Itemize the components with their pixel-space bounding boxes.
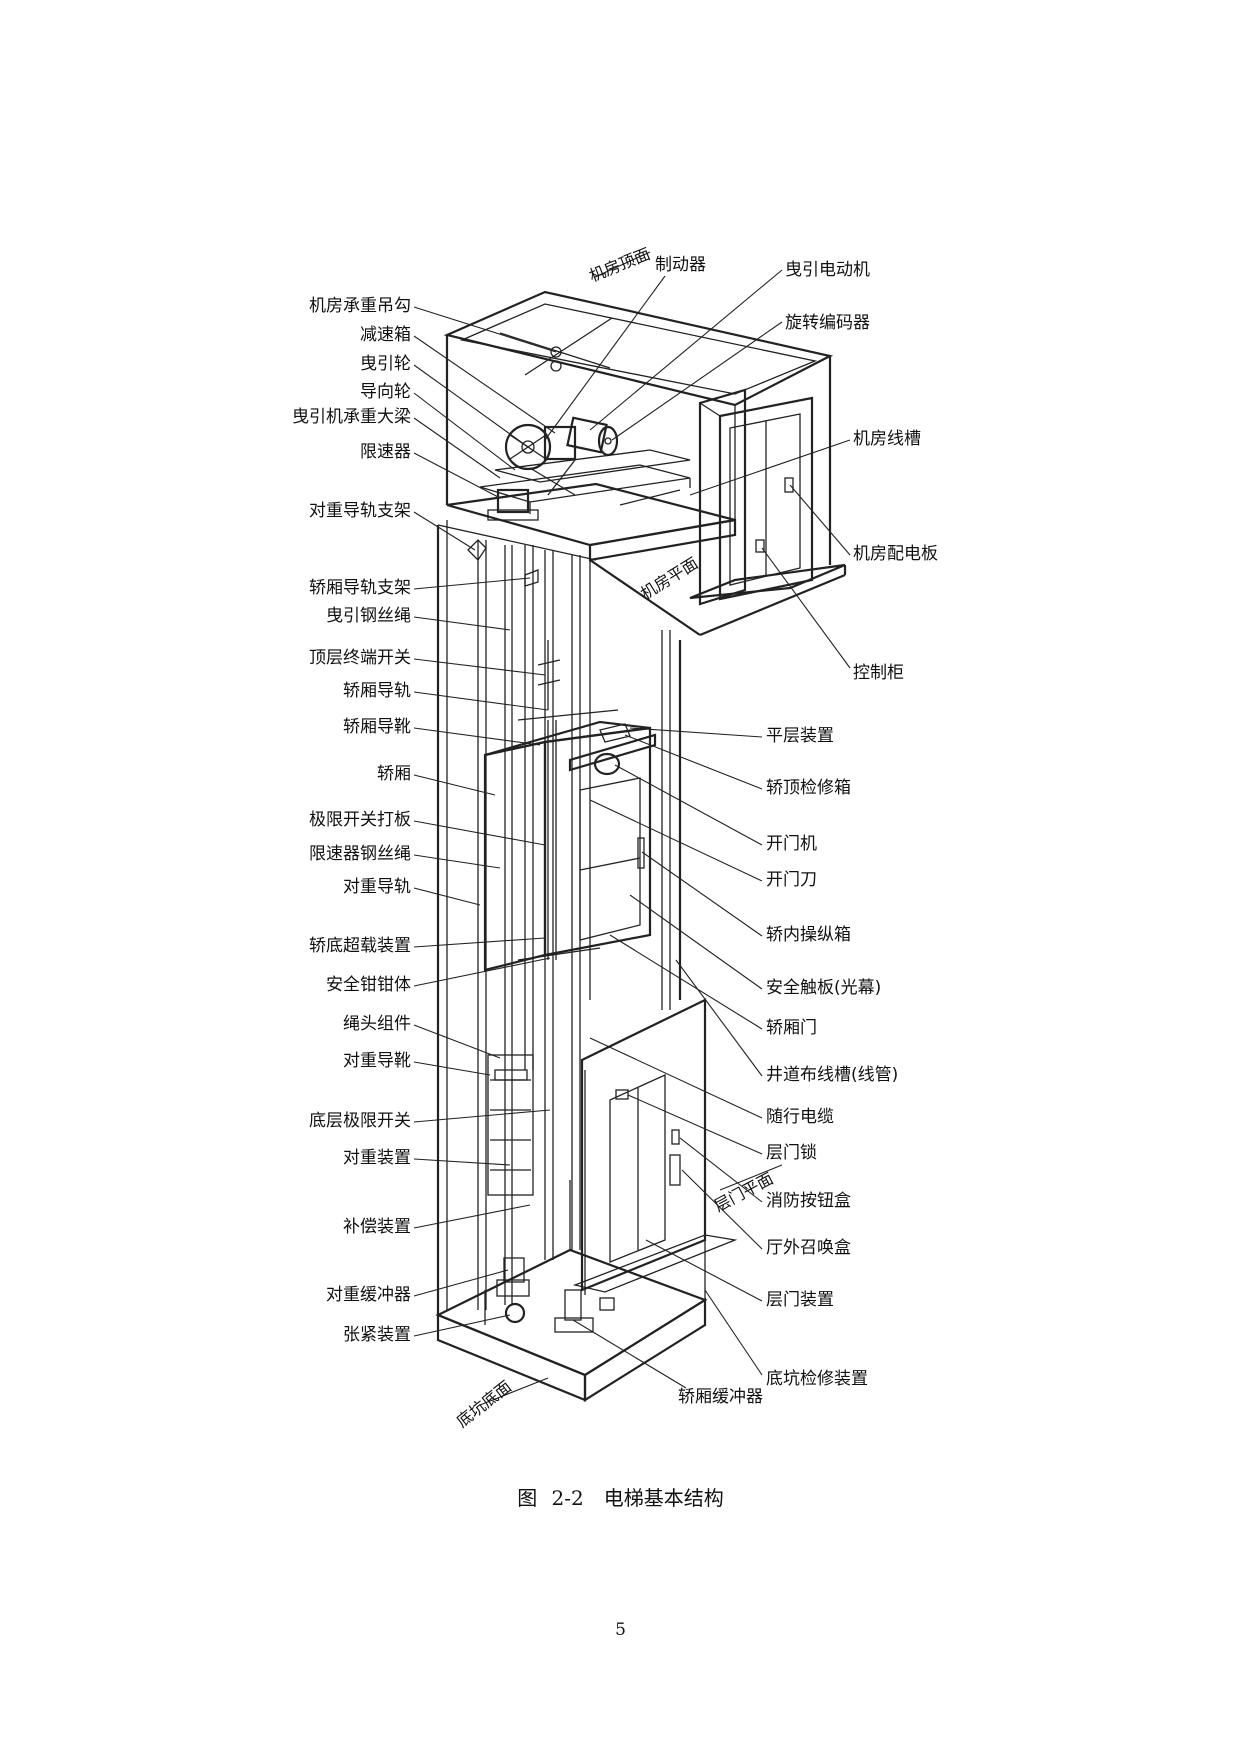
label-hoist-rope: 曳引钢丝绳 — [326, 606, 411, 626]
label-cw-shoe: 对重导靴 — [343, 1051, 411, 1071]
label-fire-button-box: 消防按钮盒 — [766, 1191, 851, 1211]
label-cw-rail: 对重导轨 — [343, 877, 411, 897]
label-deflector: 导向轮 — [360, 382, 411, 402]
label-control-cabinet: 控制柜 — [853, 663, 904, 683]
label-leveling-device: 平层装置 — [766, 726, 834, 746]
label-hall-call-box: 厅外召唤盒 — [766, 1238, 851, 1258]
label-bottom-limit-switch: 底层极限开关 — [309, 1111, 411, 1131]
label-car-shoe: 轿厢导靴 — [343, 717, 411, 737]
label-top-terminal-switch: 顶层终端开关 — [309, 648, 411, 668]
label-car-top-inspection: 轿顶检修箱 — [766, 778, 851, 798]
label-landing-door-device: 层门装置 — [766, 1290, 834, 1310]
label-gearbox: 减速箱 — [360, 325, 411, 345]
label-tensioner: 张紧装置 — [343, 1325, 411, 1345]
label-governor: 限速器 — [360, 442, 411, 462]
label-car-door: 轿厢门 — [766, 1018, 817, 1038]
label-rope-hitch: 绳头组件 — [343, 1014, 411, 1034]
label-encoder: 旋转编码器 — [785, 313, 870, 333]
elevator-car — [483, 709, 657, 972]
label-hoistway-trunking: 井道布线槽(线管) — [766, 1065, 898, 1085]
label-cw-buffer: 对重缓冲器 — [326, 1285, 411, 1305]
label-car-operating-panel: 轿内操纵箱 — [766, 925, 851, 945]
figure-caption: 图 2-2 电梯基本结构 — [517, 1486, 724, 1510]
label-landing-door-lock: 层门锁 — [766, 1143, 817, 1163]
label-hook: 机房承重吊勾 — [309, 296, 411, 316]
label-car-buffer: 轿厢缓冲器 — [678, 1387, 763, 1407]
landing-door — [572, 998, 738, 1295]
label-safety-gear: 安全钳钳体 — [326, 975, 411, 995]
label-compensation: 补偿装置 — [343, 1217, 411, 1237]
plane-machine-room-top: 机房顶面 — [586, 244, 652, 286]
label-distribution-board: 机房配电板 — [853, 544, 938, 564]
label-brake: 制动器 — [655, 255, 706, 275]
label-limit-cam: 极限开关打板 — [309, 810, 411, 830]
label-governor-rope: 限速器钢丝绳 — [309, 844, 411, 864]
left-labels: 机房承重吊勾 减速箱 曳引轮 导向轮 曳引机承重大梁 限速器 对重导轨支架 轿厢… — [292, 296, 557, 1345]
label-cw-rail-bracket: 对重导轨支架 — [309, 501, 411, 521]
plane-pit-bottom: 底坑底面 — [453, 1377, 515, 1431]
label-door-operator: 开门机 — [766, 834, 817, 854]
label-sheave: 曳引轮 — [360, 354, 411, 374]
traction-machine — [479, 416, 691, 521]
label-beam: 曳引机承重大梁 — [292, 407, 411, 427]
control-cabinet — [698, 388, 814, 606]
plane-machine-room-floor: 机房平面 — [637, 553, 701, 603]
hoistway — [435, 520, 708, 1402]
label-counterweight: 对重装置 — [343, 1148, 411, 1168]
label-overload-device: 轿底超载装置 — [309, 936, 411, 956]
label-car-rail-bracket: 轿厢导轨支架 — [309, 578, 411, 598]
label-traction-motor: 曳引电动机 — [785, 260, 870, 280]
label-door-vane: 开门刀 — [766, 870, 817, 890]
label-traveling-cable: 随行电缆 — [766, 1107, 834, 1127]
label-pit-inspection: 底坑检修装置 — [766, 1369, 868, 1389]
page-number: 5 — [615, 1620, 626, 1640]
label-safety-edge: 安全触板(光幕) — [766, 978, 881, 998]
label-car: 轿厢 — [377, 764, 411, 784]
label-machine-room-trunking: 机房线槽 — [853, 429, 921, 449]
label-car-rail: 轿厢导轨 — [343, 681, 411, 701]
counterweight — [487, 1054, 534, 1196]
right-labels: 制动器 曳引电动机 旋转编码器 机房线槽 机房配电板 控制柜 平层装置 轿顶检修… — [544, 255, 938, 1407]
